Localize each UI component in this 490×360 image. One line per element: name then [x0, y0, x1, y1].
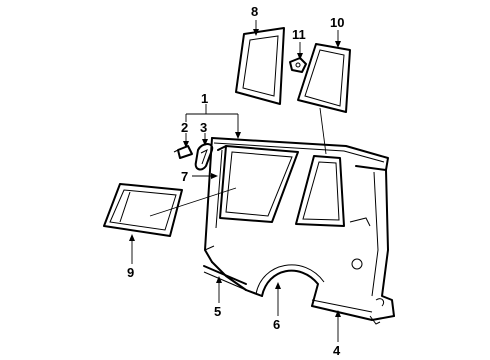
- leader-lines: [131, 20, 339, 342]
- callout-5: 5: [214, 304, 221, 319]
- callout-8: 8: [251, 4, 258, 19]
- window-glass-assembly: [103, 183, 183, 237]
- callout-1: 1: [201, 91, 208, 106]
- callout-labels: 1 2 3 4 5 6 7 8 9 10 11: [127, 4, 344, 358]
- arrowheads: [129, 29, 341, 317]
- callout-4: 4: [333, 343, 341, 358]
- body-side-glass: [217, 145, 227, 151]
- side-marker-lamp: [194, 143, 214, 171]
- rear-vent-window-frame: [297, 43, 351, 113]
- callout-9: 9: [127, 265, 134, 280]
- callout-2: 2: [181, 120, 188, 135]
- quarter-window-opening: [295, 155, 345, 227]
- side-window-opening: [215, 145, 299, 229]
- quarter-panel: [203, 137, 395, 325]
- callout-11: 11: [292, 27, 306, 42]
- callout-10: 10: [330, 15, 344, 30]
- vent-window-frame: [235, 27, 285, 105]
- window-latch: [289, 57, 307, 73]
- callout-6: 6: [273, 317, 280, 332]
- callout-7: 7: [181, 169, 188, 184]
- mirror-bracket: [173, 145, 193, 159]
- callout-3: 3: [200, 120, 207, 135]
